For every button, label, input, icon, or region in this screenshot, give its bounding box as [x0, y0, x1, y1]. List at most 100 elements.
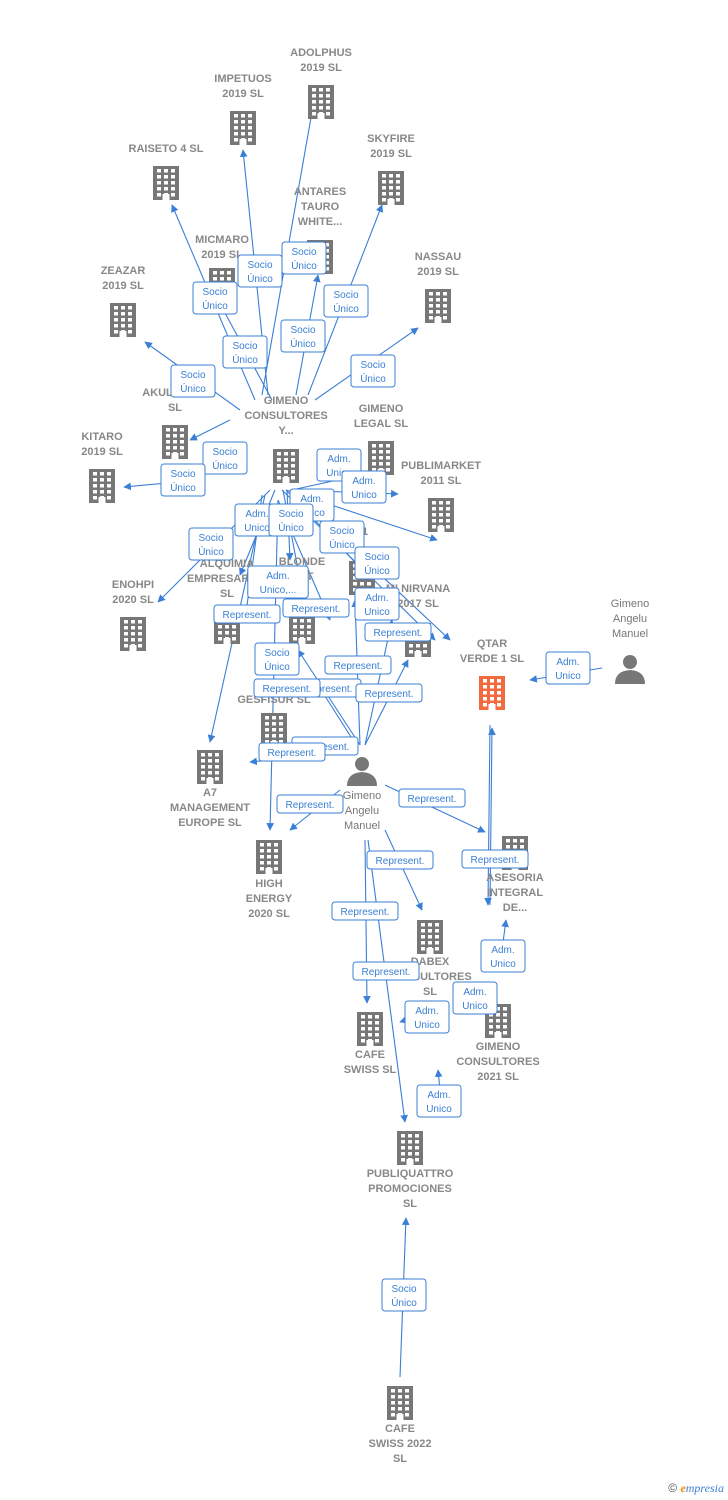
node-label-line: CONSULTORES: [244, 410, 327, 422]
building-window: [227, 271, 231, 275]
edge-label[interactable]: Adm.Unico: [545, 651, 591, 685]
building-door: [396, 1414, 404, 1420]
edge-label[interactable]: Represent.: [276, 794, 344, 814]
edge-label[interactable]: Adm.Unico: [452, 981, 498, 1015]
edge-label[interactable]: Represent.: [258, 742, 326, 762]
building-window: [375, 1039, 379, 1043]
building-window: [389, 180, 393, 184]
edge-label[interactable]: Adm.Unico: [354, 587, 400, 621]
edge-label[interactable]: Represent.: [282, 598, 350, 618]
building-window: [435, 947, 439, 951]
building-window: [497, 685, 501, 689]
building-window: [379, 462, 383, 466]
edge-label-text: Único: [291, 259, 317, 272]
edge-label-text: Socio: [264, 648, 289, 659]
building-window: [128, 312, 132, 316]
building-window: [279, 734, 283, 738]
node-asesoria[interactable]: ASESORIAINTEGRALDE...: [486, 836, 544, 914]
edge-label[interactable]: Represent.: [253, 678, 321, 698]
edge-label[interactable]: Represent.: [366, 850, 434, 870]
edge-label[interactable]: Adm.Unico: [404, 1000, 450, 1034]
edge-label[interactable]: Represent.: [352, 961, 420, 981]
node-label-line: Gimeno: [611, 598, 650, 610]
building-window: [208, 771, 212, 775]
building-window: [265, 740, 269, 744]
edge-label[interactable]: Adm.Unico: [234, 503, 280, 537]
node-label-line: KITARO: [81, 431, 123, 443]
building-window: [293, 637, 297, 641]
building-window: [279, 722, 283, 726]
building-window: [443, 316, 447, 320]
building-window: [265, 716, 269, 720]
building-window: [293, 619, 297, 623]
edge-label[interactable]: Adm.Unico: [341, 470, 387, 504]
edge-label-box: [398, 788, 466, 808]
edge-label[interactable]: Represent.: [461, 849, 529, 869]
building-window: [227, 277, 231, 281]
edge-label[interactable]: Adm.Unico: [416, 1084, 462, 1118]
building-window: [326, 94, 330, 98]
building-window: [284, 452, 288, 456]
edge-label[interactable]: Represent.: [324, 655, 392, 675]
building-window: [489, 1031, 493, 1035]
node-label-line: ENERGY: [246, 893, 293, 905]
building-window: [513, 845, 517, 849]
edge-label[interactable]: Represent.: [331, 901, 399, 921]
building-window: [274, 843, 278, 847]
edge-label-box: [354, 546, 400, 580]
building-window: [361, 1027, 365, 1031]
edge-label[interactable]: Represent.: [398, 788, 466, 808]
edge-label-text: Socio: [291, 247, 316, 258]
building-window: [274, 849, 278, 853]
building-window: [300, 631, 304, 635]
edge-label-text: Único: [180, 382, 206, 395]
empresia-logo[interactable]: empresia: [680, 1481, 724, 1495]
edge-label[interactable]: Represent.: [213, 604, 281, 624]
node-gimeno_cons[interactable]: GIMENOCONSULTORESY...: [244, 395, 328, 483]
building-window: [325, 243, 329, 247]
edge-label[interactable]: Represent.: [355, 683, 423, 703]
edge-label[interactable]: Represent.: [364, 622, 432, 642]
edge-label[interactable]: Adm.Unico,...: [247, 565, 309, 599]
node-raiseto[interactable]: RAISETO 4 SL: [129, 143, 204, 200]
edge-label[interactable]: Adm.Unico: [480, 939, 526, 973]
building-window: [429, 304, 433, 308]
edge-label-text: Único: [212, 459, 238, 472]
